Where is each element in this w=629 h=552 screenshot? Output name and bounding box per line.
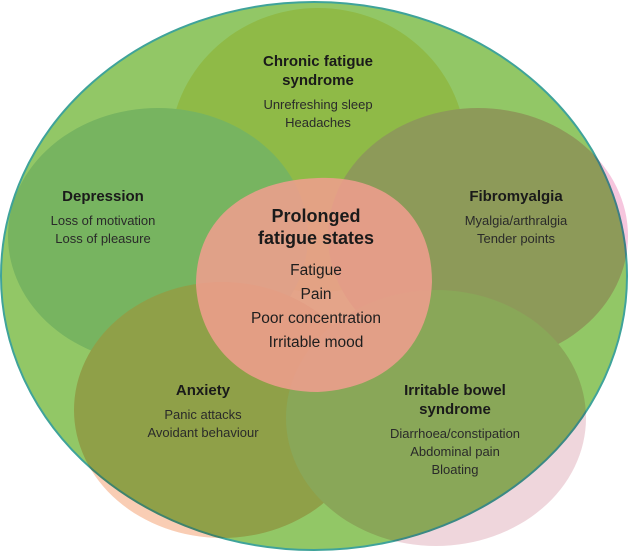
center-item: Irritable mood bbox=[268, 334, 364, 351]
chronic-fatigue-title-2: syndrome bbox=[282, 72, 354, 89]
ibs-title: Irritable bowel bbox=[404, 382, 506, 399]
center-label: Prolonged fatigue states Fatigue Pain Po… bbox=[218, 205, 414, 355]
anxiety-item: Avoidant behaviour bbox=[147, 425, 259, 440]
anxiety-label: Anxiety Panic attacks Avoidant behaviour bbox=[128, 381, 278, 442]
ibs-item: Bloating bbox=[431, 462, 479, 477]
chronic-fatigue-item: Unrefreshing sleep bbox=[263, 97, 373, 112]
anxiety-item: Panic attacks bbox=[164, 407, 242, 422]
center-item: Poor concentration bbox=[250, 310, 382, 327]
center-region bbox=[196, 177, 432, 392]
depression-label: Depression Loss of motivation Loss of pl… bbox=[28, 187, 178, 248]
ibs-item: Abdominal pain bbox=[410, 444, 500, 459]
ibs-item: Diarrhoea/constipation bbox=[389, 426, 521, 441]
fibromyalgia-label: Fibromyalgia Myalgia/arthralgia Tender p… bbox=[446, 187, 586, 248]
ibs-label: Irritable bowel syndrome Diarrhoea/const… bbox=[375, 381, 535, 479]
fibromyalgia-item: Myalgia/arthralgia bbox=[464, 213, 568, 228]
depression-title: Depression bbox=[62, 188, 144, 205]
depression-item: Loss of motivation bbox=[50, 213, 156, 228]
chronic-fatigue-label: Chronic fatigue syndrome Unrefreshing sl… bbox=[218, 52, 418, 132]
chronic-fatigue-item: Headaches bbox=[285, 115, 351, 130]
ibs-title-2: syndrome bbox=[419, 401, 491, 418]
anxiety-title: Anxiety bbox=[175, 382, 231, 399]
depression-item: Loss of pleasure bbox=[55, 231, 151, 246]
center-item: Fatigue bbox=[290, 262, 342, 279]
fibromyalgia-title: Fibromyalgia bbox=[469, 188, 563, 205]
center-title-2: fatigue states bbox=[257, 228, 375, 248]
center-title: Prolonged bbox=[271, 206, 361, 226]
center-item: Pain bbox=[300, 286, 332, 303]
fibromyalgia-item: Tender points bbox=[476, 231, 556, 246]
chronic-fatigue-title: Chronic fatigue bbox=[262, 53, 373, 70]
